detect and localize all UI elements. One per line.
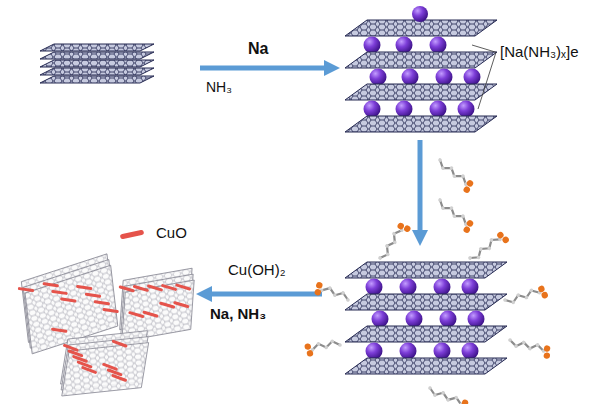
cuo-graphene-flakes [10, 254, 203, 396]
graphene-sheet [345, 116, 497, 132]
graphene-sheet [40, 60, 154, 67]
alkyl-chain [304, 338, 343, 358]
reagent-label: Cu(OH)₂ [228, 262, 286, 279]
sodium-ammonia-sphere [464, 69, 481, 86]
cuo-flake [56, 331, 153, 396]
sodium-ammonia-sphere [462, 343, 479, 360]
species-label: [Na(NH₃)ₓ]e [500, 44, 579, 61]
graphene-sheet [345, 358, 507, 374]
sodium-ammonia-sphere [372, 311, 389, 328]
sodium-ammonia-sphere [436, 69, 453, 86]
sodium-ammonia-sphere [430, 37, 447, 54]
reagent-label: Na, NH₃ [210, 306, 266, 323]
cuo-flake [111, 268, 202, 341]
alkyl-chain [432, 197, 476, 234]
sodium-ammonia-sphere [434, 343, 451, 360]
sodium-ammonia-sphere [364, 37, 381, 54]
graphene-sheet [345, 52, 497, 68]
sodium-ammonia-sphere [400, 279, 417, 296]
sodium-ammonia-sphere [364, 101, 381, 118]
leader-line [472, 45, 496, 109]
intercalated-graphite [345, 6, 497, 132]
legend-swatch [120, 230, 145, 240]
graphene-sheet [40, 68, 154, 75]
alkyl-chain [467, 229, 510, 268]
graphene-sheet [345, 262, 507, 278]
graphene-sheet [40, 52, 154, 59]
graphene-sheet [345, 326, 507, 342]
graphene-sheet [40, 44, 154, 51]
sodium-ammonia-sphere [400, 343, 417, 360]
graphene-sheet [40, 76, 154, 83]
alkyl-chain [432, 157, 476, 194]
reagent-label: NH₃ [206, 80, 232, 95]
sodium-ammonia-sphere [412, 6, 428, 22]
sodium-ammonia-sphere [430, 101, 447, 118]
alkyl-chain [378, 221, 412, 266]
sodium-ammonia-sphere [366, 343, 383, 360]
sodium-ammonia-sphere [462, 279, 479, 296]
functionalized-graphite [304, 221, 552, 404]
sodium-ammonia-sphere [406, 311, 423, 328]
reagent-label: Na [248, 40, 268, 58]
sodium-ammonia-sphere [396, 101, 413, 118]
sodium-ammonia-sphere [402, 69, 419, 86]
leader-line [478, 52, 496, 109]
sodium-ammonia-sphere [396, 37, 413, 54]
sodium-ammonia-sphere [366, 279, 383, 296]
alkyl-chain [424, 386, 470, 404]
alkyl-chain [313, 281, 352, 306]
sodium-ammonia-sphere [370, 69, 387, 86]
sodium-ammonia-sphere [458, 101, 475, 118]
graphene-sheet [345, 20, 497, 36]
alkyl-chain [506, 338, 552, 359]
alkyl-chain [503, 284, 549, 312]
sodium-ammonia-sphere [434, 279, 451, 296]
sodium-ammonia-sphere [440, 311, 457, 328]
sodium-ammonia-sphere [468, 311, 485, 328]
leader-line [472, 45, 496, 52]
graphite-stack [40, 44, 154, 83]
legend-text: CuO [156, 225, 187, 242]
graphene-sheet [345, 294, 507, 310]
alkyl-reagent [432, 157, 476, 234]
graphene-sheet [345, 84, 497, 100]
